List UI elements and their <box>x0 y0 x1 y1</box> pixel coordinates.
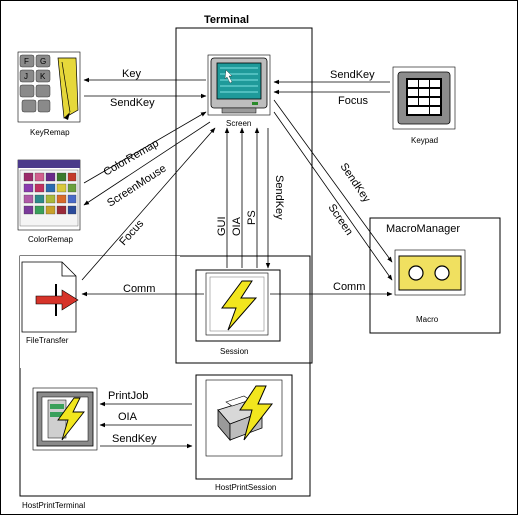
edge-sendkey-macro <box>273 99 393 263</box>
edge-screenmouse <box>83 121 211 206</box>
edge-label-gui: GUI <box>216 216 228 236</box>
hostprintsession-label: HostPrintSession <box>215 483 276 492</box>
svg-text:J: J <box>24 72 28 81</box>
macromanager-title: MacroManager <box>386 223 460 235</box>
edge-label-screen-macro: Screen <box>326 202 355 238</box>
edge-label-sendkey-keyremap: SendKey <box>110 97 155 109</box>
filetransfer-label: FileTransfer <box>26 336 69 345</box>
edge-label-oia-print: OIA <box>118 411 138 423</box>
keyremap-label: KeyRemap <box>30 128 70 137</box>
colorremap-icon <box>17 159 81 231</box>
edge-screen-macro <box>273 111 393 281</box>
svg-text:F: F <box>24 57 29 66</box>
edge-label-comm-filetransfer: Comm <box>123 283 155 295</box>
edge-label-oia: OIA <box>231 216 243 236</box>
svg-text:K: K <box>40 72 46 81</box>
colorremap-label: ColorRemap <box>28 235 73 244</box>
filetransfer-icon <box>21 261 79 333</box>
hostprintsession-box <box>195 374 293 480</box>
edge-label-focus-keypad: Focus <box>338 95 368 107</box>
edge-label-comm-macro: Comm <box>333 281 365 293</box>
hostprintterminal-label: HostPrintTerminal <box>22 501 85 510</box>
edge-label-focus-filetransfer: Focus <box>117 217 146 248</box>
screen-icon <box>207 54 271 116</box>
hostprintterminal-icon <box>32 387 98 451</box>
edge-label-sendkey-print: SendKey <box>112 433 157 445</box>
keyremap-icon: F G J K <box>17 51 81 123</box>
macro-label: Macro <box>416 315 439 324</box>
edge-label-key: Key <box>122 68 141 80</box>
session-label: Session <box>220 347 248 356</box>
edge-label-ps: PS <box>246 210 258 225</box>
svg-text:G: G <box>40 57 46 66</box>
terminal-title: Terminal <box>204 14 249 26</box>
macro-icon <box>394 249 466 296</box>
edge-focus-filetransfer <box>81 127 216 281</box>
edge-label-sendkey-session: SendKey <box>273 175 285 220</box>
keypad-label: Keypad <box>411 136 438 145</box>
edge-label-printjob: PrintJob <box>108 390 148 402</box>
edge-label-sendkey-macro: SendKey <box>338 161 373 205</box>
edge-colorremap <box>83 111 207 184</box>
screen-label: Screen <box>226 119 251 128</box>
edge-label-sendkey-keypad: SendKey <box>330 69 375 81</box>
macromanager-container <box>369 217 501 334</box>
session-icon <box>205 272 269 336</box>
keypad-icon <box>392 66 456 130</box>
hostprintsession-icon <box>205 379 283 457</box>
session-box <box>195 269 281 342</box>
